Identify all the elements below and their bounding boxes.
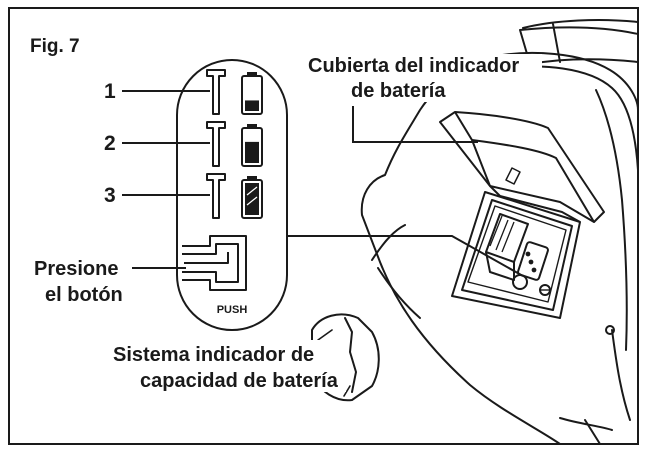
level-2-t-icon: [206, 121, 226, 167]
cover-label-line1: Cubierta del indicador: [308, 55, 519, 77]
cover-leader: [352, 106, 478, 143]
system-label-line2: capacidad de batería: [140, 370, 339, 392]
level-2-battery-fill: [245, 141, 259, 163]
level-1-battery-fill: [245, 100, 259, 111]
mower-body: [360, 55, 561, 445]
system-leader: [287, 235, 524, 277]
level-3-battery-fill: [245, 183, 259, 215]
push-button: [182, 235, 247, 291]
indicator-level-2: [206, 121, 263, 167]
mower-handle: [519, 19, 639, 65]
level-3-t-icon: [206, 173, 226, 219]
mower-illustration: [311, 19, 639, 445]
figure-label: Fig. 7: [30, 36, 80, 57]
indicator-level-1: [206, 69, 263, 115]
system-label-line1: Sistema indicador de: [113, 344, 314, 366]
level-1-t-icon: [206, 69, 226, 115]
cover-label-line2: de batería: [351, 80, 446, 102]
level-3-number: 3: [104, 184, 116, 207]
push-label: PUSH: [217, 304, 248, 316]
mower-wheel: [311, 313, 380, 402]
level-2-number: 2: [104, 132, 116, 155]
battery-compartment: [451, 191, 581, 319]
press-label-line1: Presione: [34, 258, 118, 280]
press-label-line2: el botón: [45, 284, 123, 306]
level-1-number: 1: [104, 80, 116, 103]
indicator-level-3: [206, 173, 263, 219]
battery-indicator-cover: [439, 111, 605, 223]
